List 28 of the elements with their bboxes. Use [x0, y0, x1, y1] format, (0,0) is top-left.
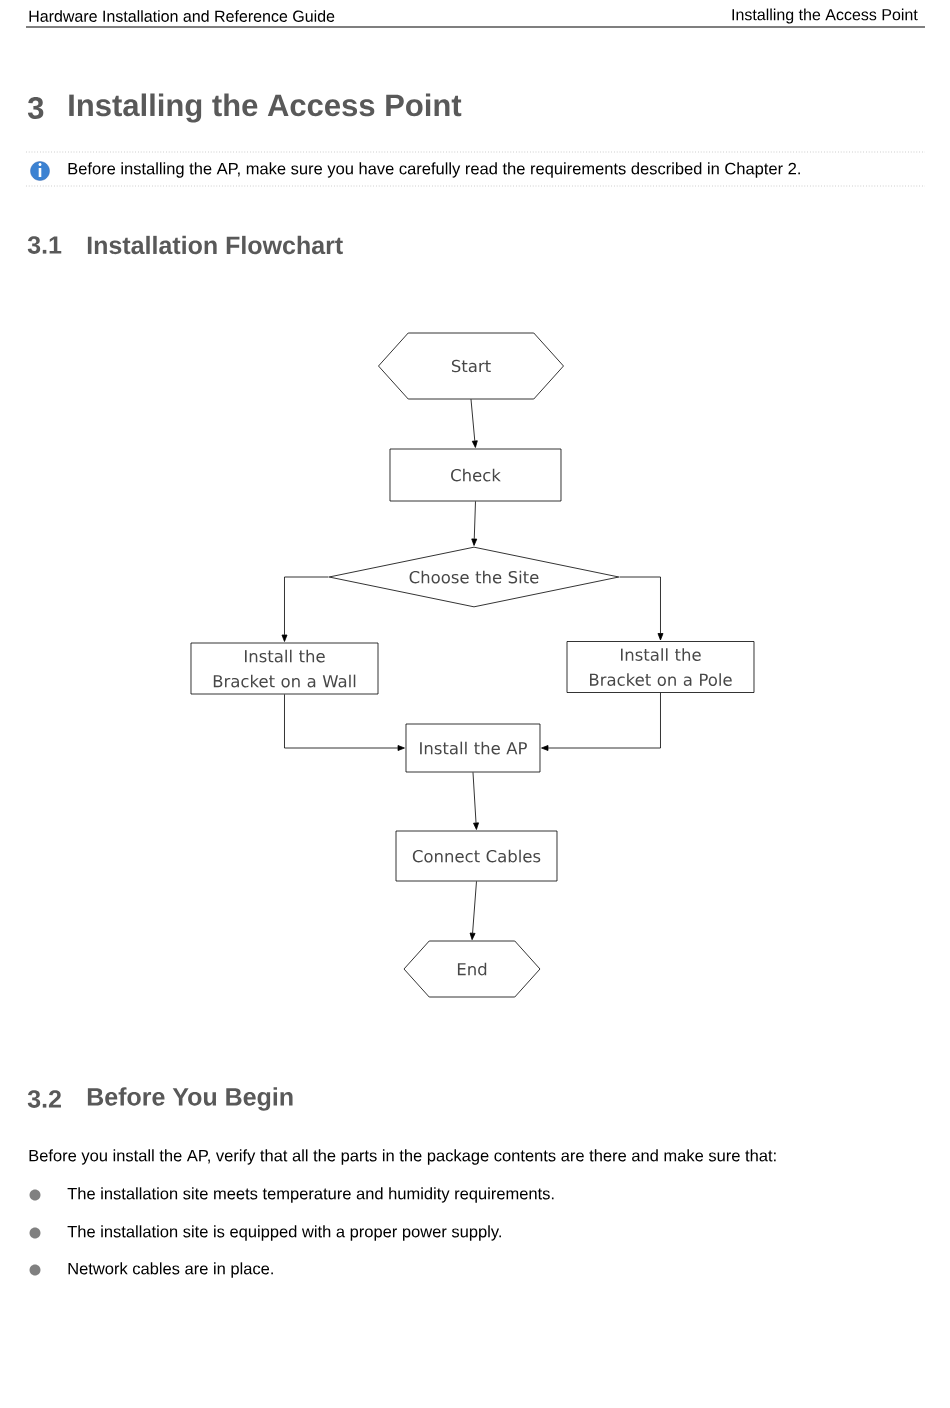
section-heading: Before You Begin: [87, 1087, 293, 1111]
arrow: [472, 772, 479, 830]
process-box: Check: [389, 448, 562, 502]
bullet-item: Network cables are in place.: [68, 1262, 273, 1278]
chapter-title: Installing the Access Point: [69, 93, 462, 123]
section-heading: Installation Flowchart: [87, 235, 343, 255]
bullet-item: The installation site is equipped with a proper power supply.: [67, 1225, 501, 1241]
bullet-item: The installation site meets temperature and humidity requirements.: [67, 1187, 554, 1203]
process-box: Install the Bracket on a Pole: [566, 641, 755, 693]
section-number: 3.2: [27, 1090, 61, 1108]
arrow: [281, 576, 329, 642]
arrow: [541, 692, 661, 751]
header-text: Installing the Access Point: [732, 8, 918, 24]
terminal-hexagon: Start: [378, 332, 564, 400]
chapter-number: 3: [27, 97, 44, 119]
header-text: Hardware Installation and Reference Guide: [29, 10, 335, 22]
process-box: Connect Cables: [395, 830, 558, 882]
terminal-hexagon: End: [403, 940, 541, 998]
process-box: Install the Bracket on a Wall: [190, 642, 379, 695]
arrow: [284, 694, 405, 751]
arrow: [470, 398, 478, 448]
note-text: Before installing the AP, make sure you have carefully read the requirements described in Chapter 2.: [68, 162, 800, 178]
section-number: 3.1: [27, 236, 62, 254]
arrow: [469, 881, 477, 941]
process-box: Install the AP: [405, 723, 541, 773]
paragraph: Before you install the AP, verify that all the parts in the package contents are there and make sure that:: [29, 1149, 776, 1165]
arrow: [471, 501, 478, 546]
arrow: [619, 576, 664, 641]
